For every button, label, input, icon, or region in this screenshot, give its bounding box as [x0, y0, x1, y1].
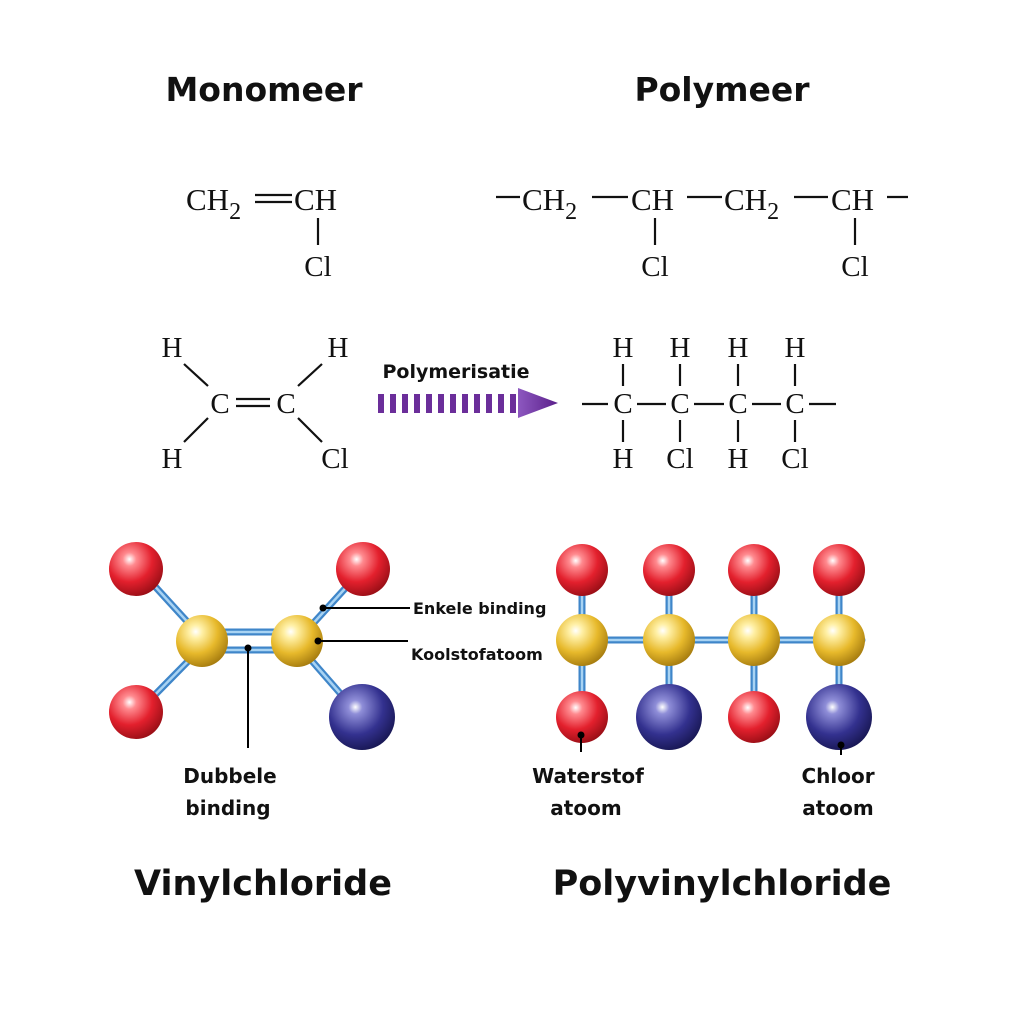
polymerization-label: Polymerisatie	[382, 361, 529, 383]
name-polyvinyl-chloride: Polyvinylchloride	[553, 864, 892, 904]
label-carbon-atom: Koolstofatoom	[411, 645, 543, 664]
heading-polymer: Polymeer	[634, 70, 810, 109]
hydrogen-atom	[556, 691, 608, 743]
svg-text:Cl: Cl	[321, 443, 348, 475]
arrow-dash	[462, 394, 468, 413]
carbon-symbol: C	[613, 388, 632, 420]
chlorine-atom	[329, 684, 395, 750]
hydrogen-atom	[728, 544, 780, 596]
label-hydrogen-line1: Waterstof	[532, 764, 644, 788]
hydrogen-symbol: H	[670, 332, 691, 364]
arrow-dash	[414, 394, 420, 413]
polyvinyl-chloride-model	[556, 544, 872, 750]
carbon-symbol: C	[670, 388, 689, 420]
monomer-cl: Cl	[304, 251, 331, 283]
label-hydrogen-line2: atoom	[550, 796, 621, 820]
pvc-labels: Waterstof atoom Chloor atoom	[532, 731, 875, 820]
arrow-head	[518, 388, 558, 418]
monomer-ch: CH	[294, 182, 337, 217]
svg-text:H: H	[162, 332, 183, 364]
hydrogen-symbol: H	[613, 332, 634, 364]
arrow-dash	[402, 394, 408, 413]
polymer-condensed-formula: CH2 CH Cl CH2 CH Cl	[496, 182, 908, 283]
carbon-atom	[813, 614, 865, 666]
hydrogen-symbol: H	[728, 332, 749, 364]
hydrogen-atom	[109, 542, 163, 596]
arrow-dash	[390, 394, 396, 413]
heading-monomer: Monomeer	[165, 70, 363, 109]
hydrogen-atom	[556, 544, 608, 596]
carbon-atom	[728, 614, 780, 666]
svg-text:H: H	[162, 443, 183, 475]
hydrogen-symbol: H	[785, 332, 806, 364]
carbon-atom	[271, 615, 323, 667]
monomer-structural-formula: H H H Cl C C	[162, 332, 349, 475]
svg-text:C: C	[276, 388, 295, 420]
hydrogen-atom	[728, 691, 780, 743]
carbon-atom	[176, 615, 228, 667]
polymer-ch-2: CH	[831, 182, 874, 217]
vinyl-chloride-model	[109, 542, 395, 750]
label-double-bond-line2: binding	[185, 796, 270, 820]
hydrogen-atom	[813, 544, 865, 596]
arrow-dashes	[378, 394, 516, 413]
hydrogen-symbol: H	[728, 443, 749, 475]
polymer-ch-1: CH	[631, 182, 674, 217]
vinyl-bonds	[136, 566, 366, 720]
polymer-ch2-1: CH2	[522, 182, 577, 225]
arrow-dash	[378, 394, 384, 413]
arrow-dash	[438, 394, 444, 413]
chlorine-symbol: Cl	[781, 443, 808, 475]
carbon-symbol: C	[785, 388, 804, 420]
vinyl-labels: Enkele binding Koolstofatoom Dubbele bin…	[183, 599, 546, 820]
hydrogen-atom	[643, 544, 695, 596]
chlorine-symbol: Cl	[666, 443, 693, 475]
polymer-ch2-2: CH2	[724, 182, 779, 225]
hydrogen-symbol: H	[613, 443, 634, 475]
monomer-condensed-formula: CH2 CH Cl	[186, 182, 337, 283]
chlorine-atom	[806, 684, 872, 750]
polymerization-arrow: Polymerisatie	[378, 361, 558, 418]
label-chlorine-line1: Chloor	[801, 764, 874, 788]
chlorine-atom	[636, 684, 702, 750]
svg-text:H: H	[328, 332, 349, 364]
arrow-dash	[426, 394, 432, 413]
arrow-dash	[510, 394, 516, 413]
label-chlorine-line2: atoom	[802, 796, 873, 820]
monomer-ch2: CH2	[186, 182, 241, 225]
polymer-cl-2: Cl	[841, 251, 868, 283]
polymer-cl-1: Cl	[641, 251, 668, 283]
label-double-bond-line1: Dubbele	[183, 764, 276, 788]
arrow-dash	[450, 394, 456, 413]
arrow-dash	[498, 394, 504, 413]
svg-text:C: C	[210, 388, 229, 420]
arrow-dash	[474, 394, 480, 413]
carbon-symbol: C	[728, 388, 747, 420]
carbon-atom	[556, 614, 608, 666]
label-single-bond: Enkele binding	[413, 599, 546, 618]
arrow-dash	[486, 394, 492, 413]
hydrogen-atom	[109, 685, 163, 739]
carbon-atom	[643, 614, 695, 666]
name-vinyl-chloride: Vinylchloride	[134, 864, 392, 904]
hydrogen-atom	[336, 542, 390, 596]
